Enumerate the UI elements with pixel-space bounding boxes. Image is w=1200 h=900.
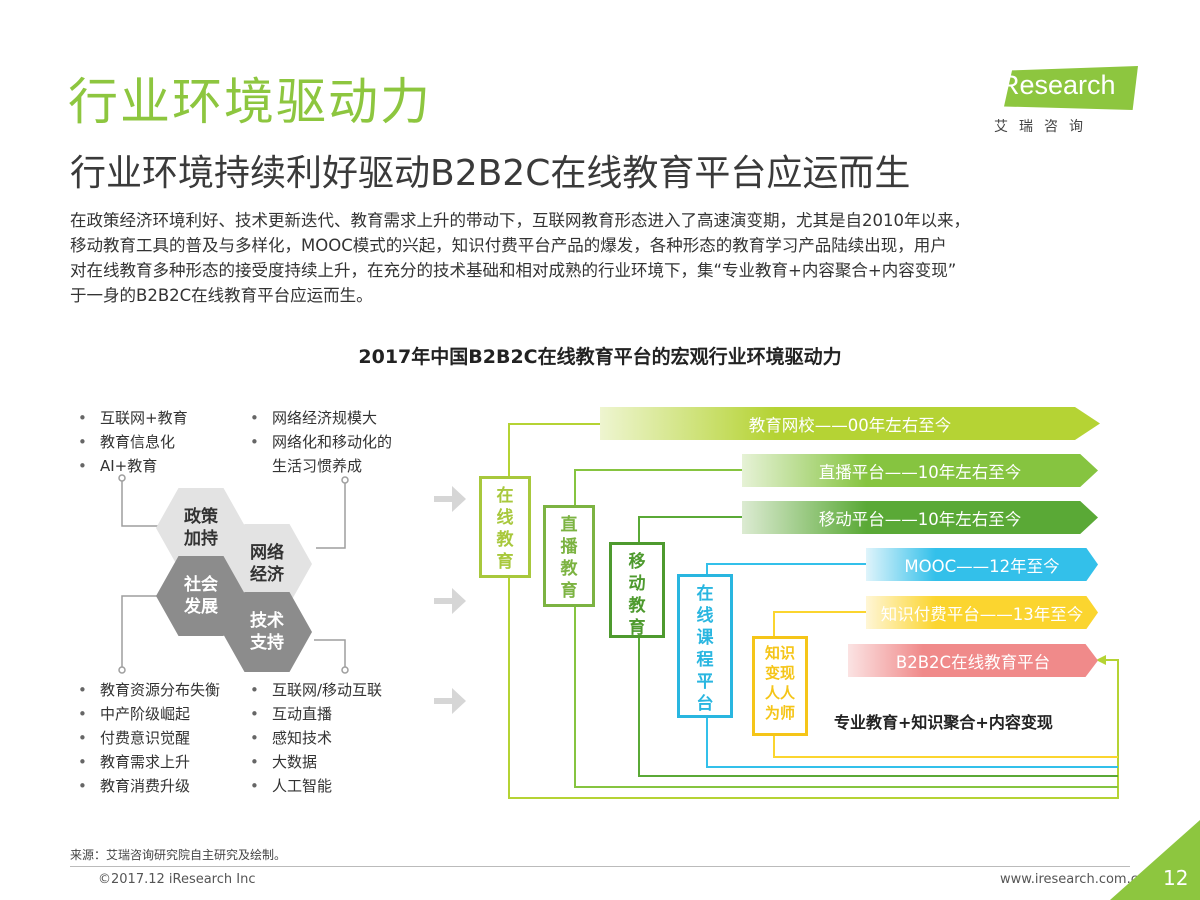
connector-stage-3 (638, 516, 1118, 777)
list-item: •教育资源分布失衡 (78, 681, 221, 699)
stage-box-mobile: 移动 教育 (609, 542, 665, 638)
list-item: •人工智能 (250, 777, 333, 795)
timeline-bar: 教育网校——00年左右至今 (600, 407, 1100, 440)
timeline-bar: 知识付费平台——13年至今 (866, 596, 1098, 629)
list-item: •付费意识觉醒 (78, 729, 191, 747)
list-item: •教育需求上升 (78, 753, 191, 771)
list-item: •中产阶级崛起 (78, 705, 191, 723)
intro-paragraph: 在政策经济环境利好、技术更新迭代、教育需求上升的带动下，互联网教育形态进入了高速… (70, 208, 1160, 308)
list-item: 生活习惯养成 (272, 457, 363, 475)
arrow-head (1096, 655, 1106, 665)
list-item: •互动直播 (250, 705, 333, 723)
chevron-right-icon (434, 486, 466, 512)
list-item: •感知技术 (250, 729, 333, 747)
stage-box-online: 在线 教育 (479, 476, 531, 578)
paragraph-line: 移动教育工具的普及与多样化，MOOC模式的兴起，知识付费平台产品的爆发，各种形态… (70, 236, 947, 255)
page-number: 12 (1163, 866, 1189, 890)
paragraph-line: 在政策经济环境利好、技术更新迭代、教育需求上升的带动下，互联网教育形态进入了高速… (70, 211, 970, 230)
copyright: ©2017.12 iResearch Inc (98, 872, 256, 887)
list-item: •互联网/移动互联 (250, 681, 383, 699)
logo-brand: iResearch (994, 70, 1116, 100)
paragraph-line: 对在线教育多种形态的接受度持续上升，在充分的技术基础和相对成熟的行业环境下，集“… (70, 261, 957, 280)
connector-stage-1 (508, 423, 1119, 799)
chevron-right-icon (434, 588, 466, 614)
list-item: •网络经济规模大 (250, 409, 378, 427)
stage-box-course: 在线 课程 平台 (677, 574, 733, 718)
timeline-bar: B2B2C在线教育平台 (848, 644, 1098, 677)
stage-box-live: 直播 教育 (543, 505, 595, 607)
source-note: 来源：艾瑞咨询研究院自主研究及绘制。 (70, 848, 287, 862)
diagram-title: 2017年中国B2B2C在线教育平台的宏观行业环境驱动力 (358, 346, 842, 368)
page-subtitle: 行业环境持续利好驱动B2B2C在线教育平台应运而生 (70, 153, 911, 194)
logo-background (1004, 66, 1138, 110)
timeline-bar: 移动平台——10年左右至今 (742, 501, 1098, 534)
bottom-right-list: •互联网/移动互联 •互动直播 •感知技术 •大数据 •人工智能 (250, 678, 382, 798)
slogan-text: 专业教育+知识聚合+内容变现 (834, 713, 1053, 732)
top-right-list: •网络经济规模大 •网络化和移动化的 生活习惯养成 (250, 406, 392, 478)
connector-tech (314, 639, 346, 670)
website-link[interactable]: www.iresearch.com.cn (1000, 872, 1147, 887)
list-item: •网络化和移动化的 (250, 433, 393, 451)
chevron-right-icon (434, 688, 466, 714)
connector-society (121, 595, 160, 670)
list-item: •AI+教育 (78, 457, 158, 475)
list-item: •大数据 (250, 753, 318, 771)
page-title: 行业环境驱动力 (68, 73, 432, 131)
logo-chinese: 艾瑞咨询 (994, 119, 1094, 135)
paragraph-line: 于一身的B2B2C在线教育平台应运而生。 (70, 286, 373, 305)
footer-divider (70, 866, 1130, 867)
timeline-bar: MOOC——12年至今 (866, 548, 1098, 581)
connector-stage-5 (773, 611, 1118, 758)
list-item: •教育信息化 (78, 433, 176, 451)
list-item: •互联网+教育 (78, 409, 188, 427)
timeline-bar: 直播平台——10年左右至今 (742, 454, 1098, 487)
bottom-left-list: •教育资源分布失衡 •中产阶级崛起 •付费意识觉醒 •教育需求上升 •教育消费升… (78, 678, 220, 798)
connector-stage-2 (574, 469, 1118, 788)
list-item: •教育消费升级 (78, 777, 191, 795)
connector-economy (316, 480, 346, 549)
connector-policy (121, 478, 168, 527)
stage-box-knowledge: 知识 变现 人人 为师 (752, 636, 808, 736)
top-left-list: •互联网+教育 •教育信息化 •AI+教育 (78, 406, 188, 478)
